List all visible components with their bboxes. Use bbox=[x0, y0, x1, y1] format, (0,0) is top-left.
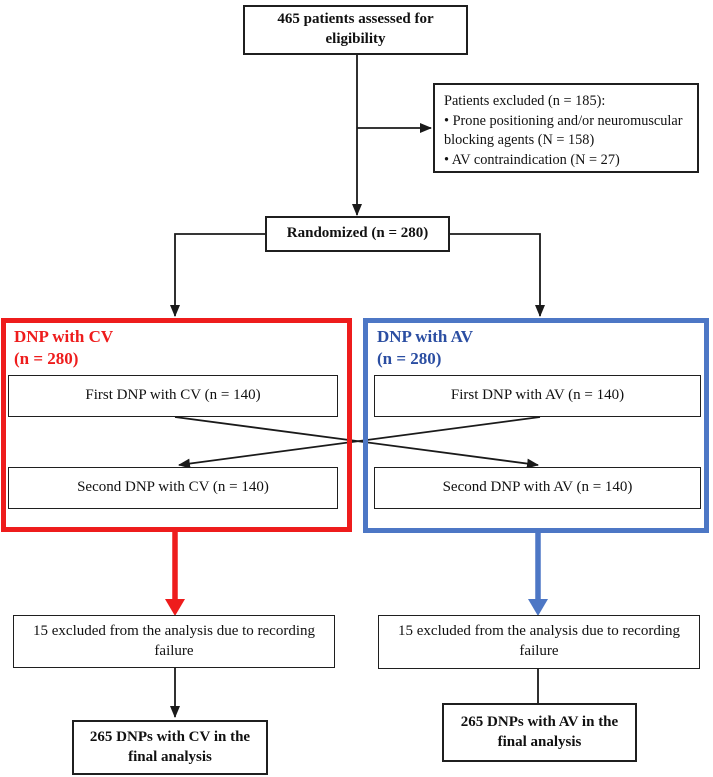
cv-final-analysis-box: 265 DNPs with CV in the final analysis bbox=[72, 720, 268, 775]
cv-group-frame bbox=[1, 318, 352, 532]
excluded-bullet-2: • AV contraindication (N = 27) bbox=[444, 152, 620, 169]
first-av-box: First DNP with AV (n = 140) bbox=[374, 375, 701, 417]
av-final-analysis-box: 265 DNPs with AV in the final analysis bbox=[442, 703, 637, 762]
av-group-label-line2: (n = 280) bbox=[377, 349, 442, 369]
av-group-label: DNP with AV (n = 280) bbox=[377, 326, 473, 370]
second-cv-box: Second DNP with CV (n = 140) bbox=[8, 467, 338, 509]
av-group-frame bbox=[363, 318, 709, 533]
cv-group-label-line2: (n = 280) bbox=[14, 349, 79, 369]
cv-group-label: DNP with CV (n = 280) bbox=[14, 326, 113, 370]
excluded-title: Patients excluded (n = 185): bbox=[444, 93, 606, 109]
av-excluded-analysis-box: 15 excluded from the analysis due to rec… bbox=[378, 615, 700, 669]
randomized-box: Randomized (n = 280) bbox=[265, 216, 450, 252]
excluded-bullet-1: • Prone positioning and/or neuromuscular… bbox=[444, 112, 683, 149]
first-cv-box: First DNP with CV (n = 140) bbox=[8, 375, 338, 417]
cv-group-label-line1: DNP with CV bbox=[14, 327, 114, 346]
assessed-eligibility-box: 465 patients assessed for eligibility bbox=[243, 5, 468, 55]
arrow-randomized-to-cv bbox=[170, 233, 265, 317]
second-av-box: Second DNP with AV (n = 140) bbox=[374, 467, 701, 509]
cv-excluded-analysis-box: 15 excluded from the analysis due to rec… bbox=[13, 615, 335, 668]
patients-excluded-box: Patients excluded (n = 185): • Prone pos… bbox=[433, 83, 699, 173]
red-arrowhead bbox=[165, 599, 185, 616]
av-group-label-line1: DNP with AV bbox=[377, 327, 474, 346]
arrow-randomized-to-av bbox=[450, 233, 545, 317]
blue-arrowhead bbox=[528, 599, 548, 616]
